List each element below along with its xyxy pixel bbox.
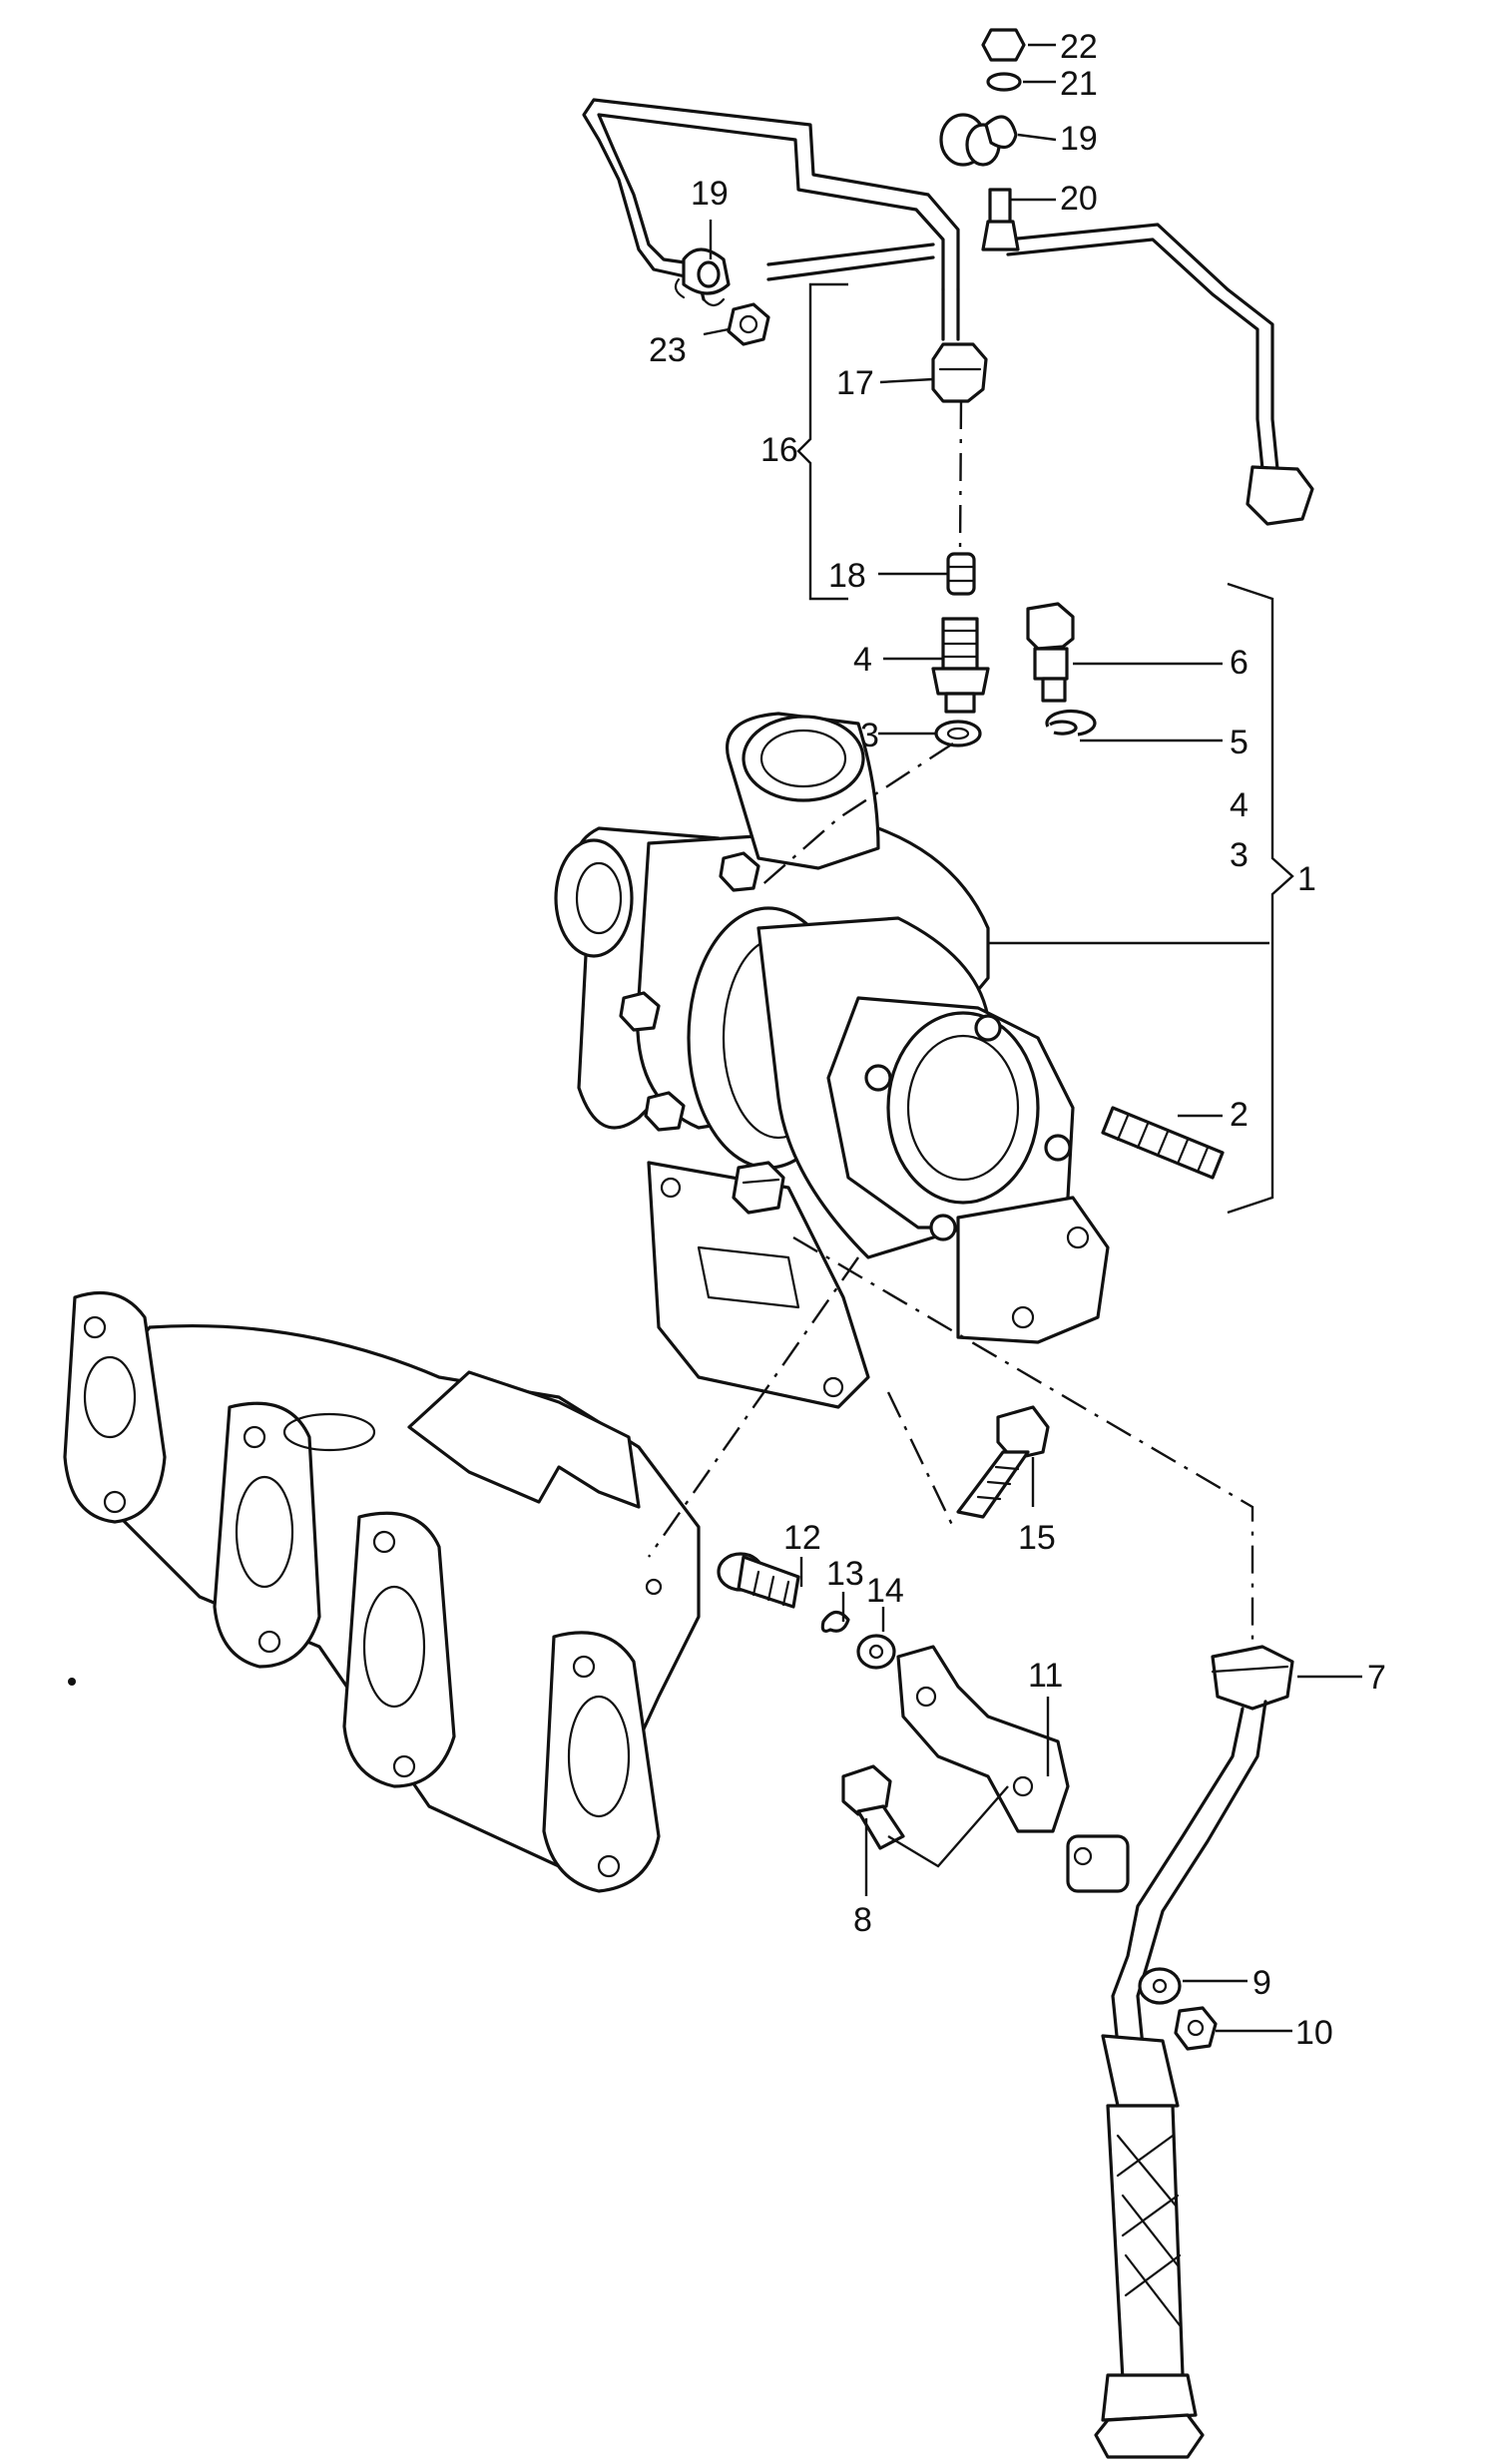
- center-lines: [648, 400, 1254, 1868]
- callout-20: 20: [1060, 180, 1098, 218]
- nut-22: [981, 28, 1026, 62]
- callout-15: 15: [1018, 1519, 1056, 1557]
- callout-19-lower: 19: [691, 175, 729, 213]
- clip-19-upper: [984, 115, 1018, 150]
- banjo-bolt-upper: [939, 113, 1020, 251]
- washer-21: [986, 72, 1022, 92]
- callout-18: 18: [828, 557, 866, 595]
- callout-4: 4: [853, 641, 872, 679]
- callout-12: 12: [783, 1519, 821, 1557]
- callout-13: 13: [826, 1555, 864, 1593]
- washer-9: [1138, 1967, 1182, 2005]
- callout-1: 1: [1297, 860, 1316, 898]
- callout-3-group: 3: [1230, 836, 1248, 874]
- spring-washer-13: [820, 1610, 850, 1633]
- leader-lines: [703, 43, 1362, 2033]
- stray-dot: [68, 1678, 76, 1686]
- clip-19-lower: [674, 247, 731, 307]
- callout-21: 21: [1060, 65, 1098, 103]
- bolt-8: [841, 1764, 905, 1850]
- bracket-16: [796, 282, 848, 601]
- callout-7: 7: [1367, 1659, 1386, 1697]
- callout-17: 17: [836, 364, 874, 402]
- exhaust-manifold: [63, 1290, 701, 1893]
- seal-ring-5: [1045, 709, 1097, 737]
- union-nut-17: [931, 342, 988, 403]
- callout-4-group: 4: [1230, 786, 1248, 824]
- bolt-15: [956, 1405, 1050, 1519]
- callout-22: 22: [1060, 28, 1098, 66]
- adapter-6: [1026, 602, 1075, 703]
- callout-3: 3: [860, 717, 879, 754]
- bracket-1: [988, 582, 1294, 1215]
- nut-23: [727, 302, 770, 346]
- bracket-11: [896, 1645, 1070, 1833]
- oil-feed-pipe: [582, 98, 1279, 471]
- callout-19-upper: 19: [1060, 120, 1098, 158]
- seal-ring-3: [934, 720, 982, 747]
- turbocharger: [554, 712, 1110, 1409]
- callout-10: 10: [1295, 2014, 1333, 2052]
- stud-2: [1101, 1106, 1225, 1180]
- adapter-4: [931, 617, 990, 714]
- bolt-12: [717, 1552, 800, 1609]
- callout-14: 14: [866, 1572, 904, 1610]
- nut-10: [1174, 2006, 1218, 2051]
- callout-6: 6: [1230, 644, 1248, 682]
- callout-23: 23: [649, 331, 687, 369]
- callout-11: 11: [1028, 1657, 1063, 1695]
- union-nut-top-end: [1246, 465, 1314, 526]
- oil-return-pipe-7: [1066, 1645, 1294, 2459]
- callout-9: 9: [1252, 1964, 1271, 2002]
- callout-5: 5: [1230, 724, 1248, 761]
- callout-2: 2: [1230, 1096, 1248, 1134]
- olive-18: [946, 552, 976, 596]
- callout-labels: 22 21 19 20 19 23 17 16 18 4 3 6 5 4 3 1…: [649, 28, 1386, 2052]
- callout-16: 16: [760, 431, 798, 469]
- washer-14: [856, 1634, 896, 1670]
- callout-8: 8: [853, 1901, 872, 1939]
